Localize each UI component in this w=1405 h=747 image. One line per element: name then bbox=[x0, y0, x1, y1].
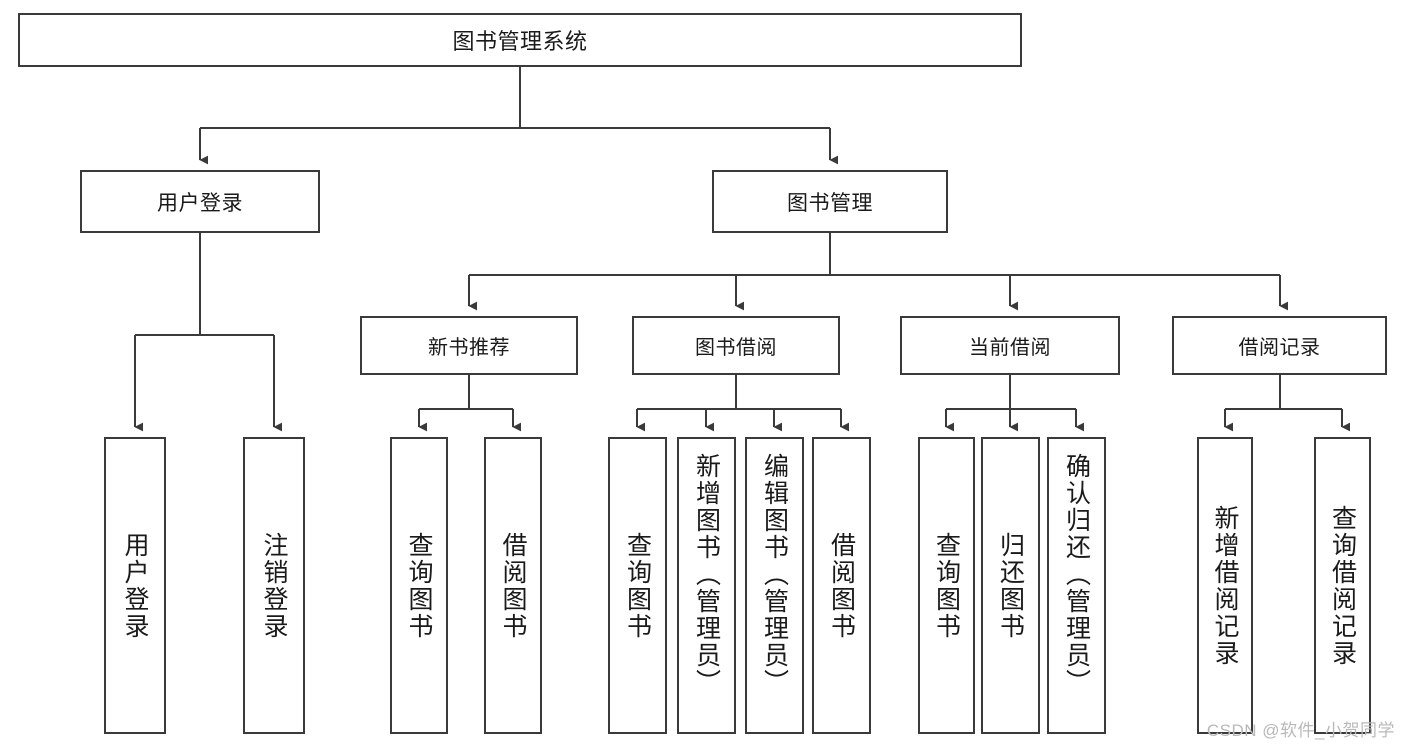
node-book-borrow[interactable]: 图书借阅 bbox=[632, 316, 840, 375]
node-label: 新书推荐 bbox=[428, 337, 510, 359]
node-leaf-edit-book[interactable]: 编辑图书（管理员） bbox=[745, 437, 804, 734]
node-leaf-add-book[interactable]: 新增图书（管理员） bbox=[677, 437, 736, 734]
node-label: 编辑图书（管理员） bbox=[760, 453, 789, 696]
node-label: 借阅图书 bbox=[827, 531, 856, 640]
node-root-title[interactable]: 图书管理系统 bbox=[18, 13, 1022, 67]
node-label: 查询图书 bbox=[405, 531, 433, 640]
node-label: 新增图书（管理员） bbox=[692, 453, 721, 696]
node-label: 用户登录 bbox=[157, 191, 243, 215]
node-label: 图书借阅 bbox=[695, 337, 777, 359]
node-leaf-add-record[interactable]: 新增借阅记录 bbox=[1197, 437, 1253, 734]
node-label: 借阅图书 bbox=[499, 531, 527, 640]
node-leaf-borrow-book-2[interactable]: 借阅图书 bbox=[812, 437, 871, 734]
node-new-book-recommend[interactable]: 新书推荐 bbox=[360, 316, 578, 375]
node-book-management[interactable]: 图书管理 bbox=[712, 170, 948, 233]
node-leaf-query-record[interactable]: 查询借阅记录 bbox=[1314, 437, 1371, 734]
node-label: 注销登录 bbox=[260, 531, 288, 640]
node-label: 确认归还（管理员） bbox=[1062, 453, 1091, 696]
node-label: 查询借阅记录 bbox=[1328, 504, 1357, 667]
node-label: 图书管理系统 bbox=[452, 29, 588, 54]
node-label: 当前借阅 bbox=[969, 337, 1051, 359]
node-label: 图书管理 bbox=[787, 191, 873, 215]
node-label: 新增借阅记录 bbox=[1211, 504, 1239, 667]
node-borrow-record[interactable]: 借阅记录 bbox=[1172, 316, 1387, 375]
node-leaf-confirm-return[interactable]: 确认归还（管理员） bbox=[1047, 437, 1106, 734]
node-leaf-user-logout[interactable]: 注销登录 bbox=[243, 437, 305, 734]
node-label: 归还图书 bbox=[996, 531, 1025, 640]
node-leaf-borrow-book-1[interactable]: 借阅图书 bbox=[484, 437, 542, 734]
node-label: 用户登录 bbox=[121, 531, 149, 640]
node-user-login[interactable]: 用户登录 bbox=[80, 170, 320, 233]
node-current-borrow[interactable]: 当前借阅 bbox=[900, 316, 1120, 375]
node-leaf-query-book-2[interactable]: 查询图书 bbox=[608, 437, 667, 734]
node-label: 查询图书 bbox=[932, 531, 961, 640]
node-leaf-query-book-1[interactable]: 查询图书 bbox=[390, 437, 448, 734]
watermark: CSDN @软件_小贺同学 bbox=[1206, 721, 1395, 740]
node-leaf-return-book[interactable]: 归还图书 bbox=[981, 437, 1040, 734]
node-leaf-query-book-3[interactable]: 查询图书 bbox=[918, 437, 975, 734]
node-label: 借阅记录 bbox=[1238, 337, 1321, 359]
node-leaf-user-login[interactable]: 用户登录 bbox=[104, 437, 166, 734]
node-label: 查询图书 bbox=[623, 531, 652, 640]
